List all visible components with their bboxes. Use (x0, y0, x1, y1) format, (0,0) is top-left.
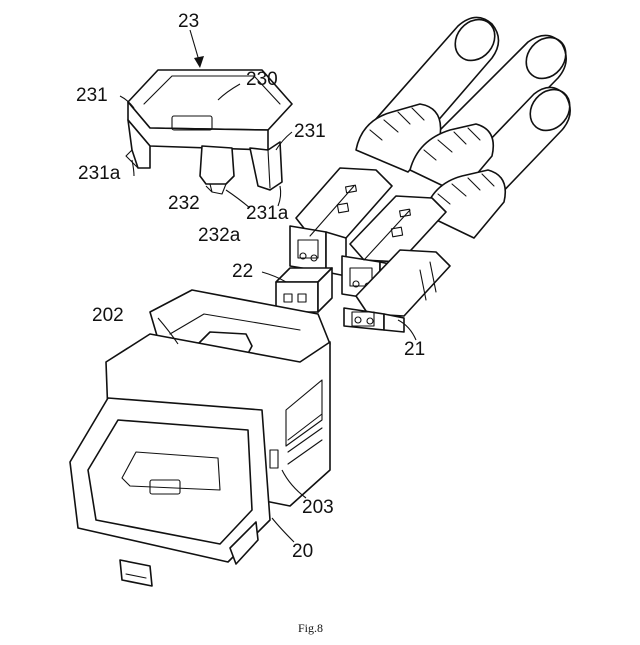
housing-20 (70, 290, 330, 586)
label-22: 22 (232, 262, 253, 281)
label-202: 202 (92, 306, 124, 325)
label-21: 21 (404, 340, 425, 359)
label-230: 230 (246, 70, 278, 89)
label-232a: 232a (198, 226, 240, 245)
figure-caption: Fig.8 (298, 622, 323, 634)
label-231-right: 231 (294, 122, 326, 141)
label-231-left: 231 (76, 86, 108, 105)
clip-23 (126, 30, 292, 194)
label-231a-right: 231a (246, 204, 288, 223)
plug-22-block (276, 268, 332, 312)
label-23: 23 (178, 12, 199, 31)
label-231a-left: 231a (78, 164, 120, 183)
label-20: 20 (292, 542, 313, 561)
label-203: 203 (302, 498, 334, 517)
label-232: 232 (168, 194, 200, 213)
